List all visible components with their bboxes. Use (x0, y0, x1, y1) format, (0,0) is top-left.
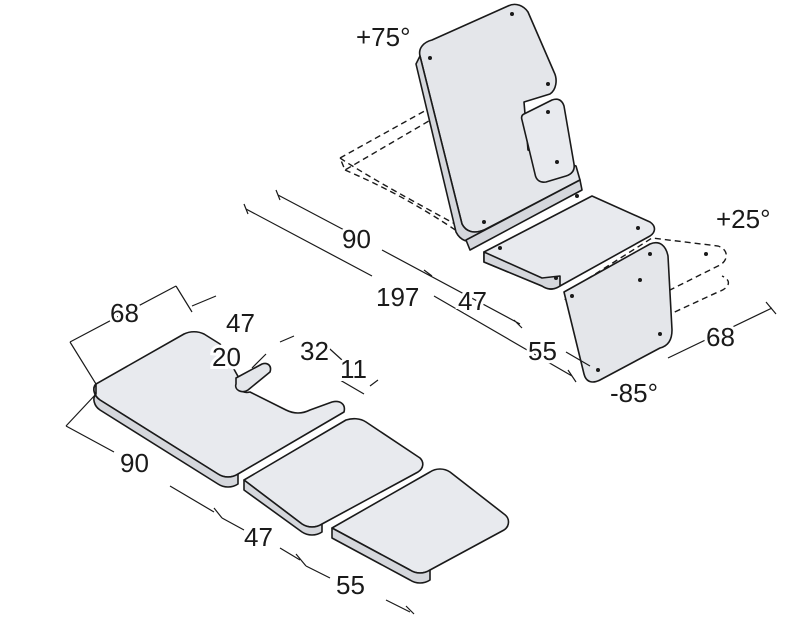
flat-chair-view (65, 285, 510, 615)
seat-front-edge (483, 251, 561, 290)
leg-rest-panel (563, 241, 673, 383)
upright-leg-length-label: 55 (528, 336, 557, 366)
flat-cutout-width-label: 32 (300, 336, 329, 366)
flat-width-label: 68 (110, 298, 139, 328)
dimension-lines-flat (65, 285, 415, 615)
flat-leg-edge (331, 527, 431, 584)
upright-back-length-label: 90 (342, 224, 371, 254)
screw-holes (428, 12, 708, 372)
flat-back-edge (93, 383, 239, 488)
angle-back-label: +75° (356, 22, 411, 52)
articulated-chair-view (243, 3, 777, 383)
flat-seat-edge (243, 479, 323, 536)
upright-width-label: 68 (706, 322, 735, 352)
headrest-bolster (234, 362, 272, 393)
flat-cutout-depth-label: 20 (212, 342, 241, 372)
dimension-lines-upright (243, 189, 777, 383)
flat-leg-length-label: 55 (336, 570, 365, 600)
angle-leg-up-label: +25° (716, 204, 771, 234)
hinge-band (465, 179, 583, 251)
headrest-pad (520, 98, 575, 183)
flat-seat-length-label: 47 (226, 308, 255, 338)
upright-seat-length-label: 47 (458, 286, 487, 316)
upright-total-length-label: 197 (376, 282, 419, 312)
flat-back-length-label: 90 (120, 448, 149, 478)
angle-leg-down-label: -85° (610, 378, 658, 408)
flat-mid-length-label: 47 (244, 522, 273, 552)
flat-offset-label: 11 (340, 354, 367, 384)
